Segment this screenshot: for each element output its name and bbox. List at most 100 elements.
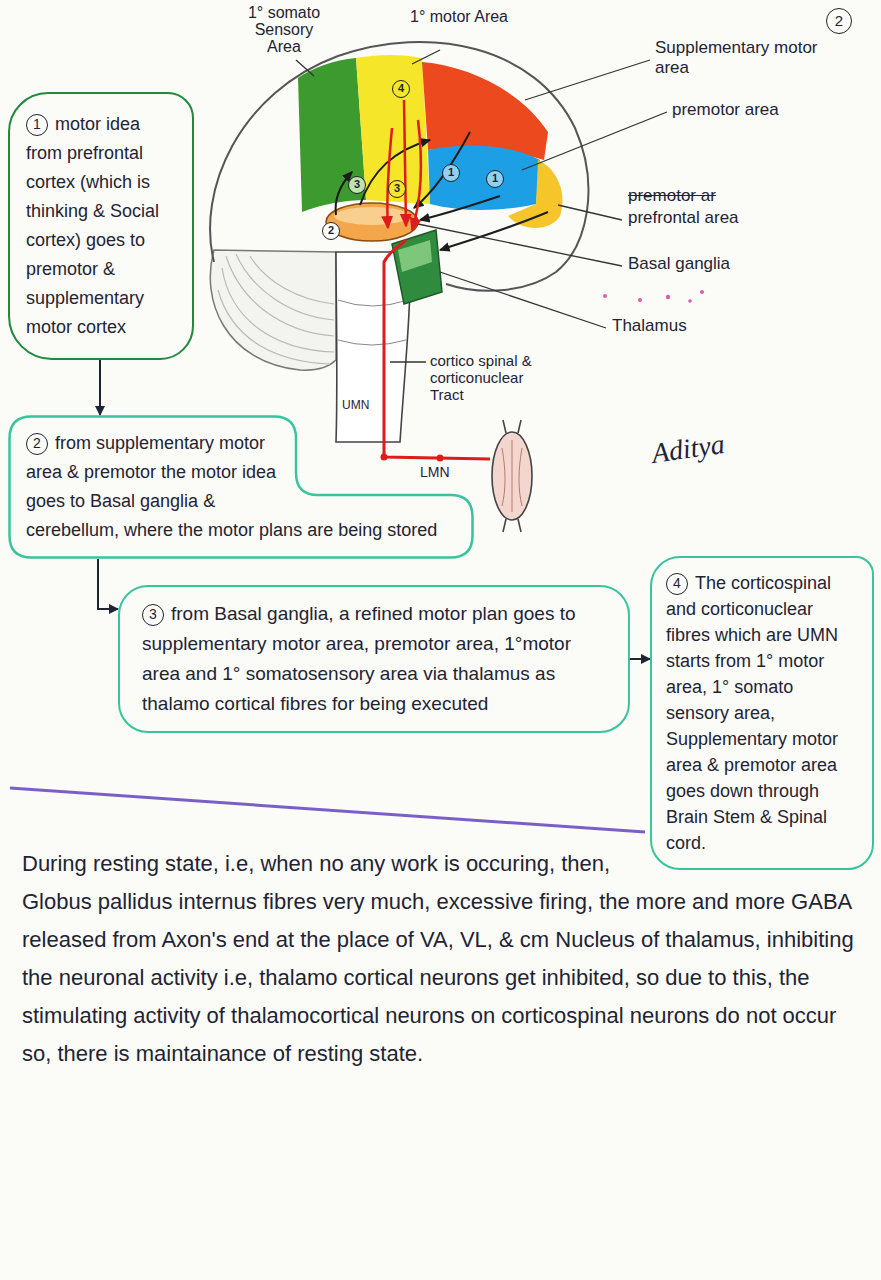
step-text: motor idea from prefrontal cortex (which…: [26, 114, 159, 337]
leader-line: [525, 60, 650, 100]
pathway-arrow: [440, 212, 548, 250]
leader-line: [418, 224, 622, 266]
signature: Aditya: [650, 428, 727, 469]
cerebellum-folia: [218, 254, 334, 364]
pink-marks: [603, 290, 704, 303]
callout-number: 1: [448, 166, 454, 178]
leader-line: [440, 272, 606, 328]
area-label: prefrontal area: [628, 208, 739, 227]
step-number: 1: [26, 114, 48, 136]
structure-label: Basal ganglia: [628, 254, 730, 273]
cerebellum-fold: [226, 256, 334, 336]
step-number: 4: [666, 573, 688, 595]
callout-number: 1: [442, 164, 460, 182]
leader-line: [390, 361, 426, 362]
striation: [502, 448, 505, 506]
brainstem-band: [338, 300, 408, 306]
callout-number: 3: [388, 180, 406, 198]
callout-number: 3: [394, 182, 400, 194]
neuron-label: UMN: [342, 398, 369, 412]
ink-dot: [666, 295, 670, 299]
structure-label: Basal ganglia: [628, 254, 730, 274]
brainstem-band: [338, 340, 406, 345]
area-label: 1° somato Sensory Area: [236, 4, 332, 55]
callout-number: 4: [398, 82, 404, 94]
step-text: from Basal ganglia, a refined motor plan…: [142, 603, 576, 714]
note-paragraph: During resting state, i.e, when no any w…: [22, 845, 858, 1073]
striation: [519, 448, 522, 506]
area-label: premotor area: [672, 100, 779, 119]
area-label: Supplementary motor area: [655, 38, 818, 77]
callout-number: 2: [322, 222, 340, 240]
step-text: from supplementary motor area & premotor…: [26, 433, 437, 540]
callout-number: 3: [354, 178, 360, 190]
step-box: 1motor idea from prefrontal cortex (whic…: [8, 92, 194, 360]
pathway-arrow: [387, 128, 392, 228]
ink-dot: [688, 299, 692, 303]
area-label: 1° somato Sensory Area: [248, 4, 320, 55]
callout-number: 1: [486, 170, 504, 188]
flow-arrow: [630, 658, 650, 660]
step-box: 4The corticospinal and corticonuclear fi…: [650, 556, 874, 870]
page-number: 2: [826, 8, 852, 34]
striation: [512, 440, 513, 512]
callout-number: 1: [492, 172, 498, 184]
brainstem-bands: [338, 300, 408, 345]
callout-number: 2: [328, 224, 334, 236]
ink-dot: [603, 294, 607, 298]
callout-number: 4: [392, 80, 410, 98]
cerebellum-fold: [236, 254, 334, 320]
supplementary-motor-area: [422, 62, 548, 160]
area-label: Supplementary motor area: [655, 38, 835, 78]
synapse-dot: [437, 455, 444, 462]
basal-ganglia: [326, 203, 418, 241]
neuron-label: UMN: [342, 398, 369, 412]
cerebellum-fold: [222, 268, 334, 352]
leader-line: [558, 205, 622, 220]
neuron-label: LMN: [420, 464, 450, 480]
tendons: [503, 420, 521, 532]
flow-arrow: [99, 360, 101, 415]
step-box: 3from Basal ganglia, a refined motor pla…: [118, 585, 630, 733]
signature: Aditya: [650, 428, 727, 470]
step-text: The corticospinal and corticonuclear fib…: [666, 573, 838, 853]
ink-dot: [700, 290, 704, 294]
cerebellum-fold: [250, 256, 334, 304]
leader-line: [522, 112, 667, 170]
tract-label: cortico spinal & corticonuclear Tract: [430, 352, 532, 403]
structure-label: Thalamus: [612, 316, 687, 335]
page-number: 2: [835, 12, 843, 29]
basal-ganglia-top: [334, 207, 410, 225]
corticospinal-tract: [384, 240, 490, 459]
area-label: 1° motor Area: [404, 8, 514, 26]
thalamus-highlight: [398, 240, 432, 272]
divider-line: [10, 788, 645, 832]
area-label: premotor area: [672, 100, 832, 120]
struck-label: premotor ar: [628, 186, 716, 206]
muscle-striations: [502, 440, 522, 512]
tract-label: cortico spinal & corticonuclear Tract: [430, 352, 552, 403]
red-pathways: [387, 100, 421, 230]
thalamus: [392, 230, 442, 304]
step-number: 2: [26, 433, 48, 455]
step-number: 3: [142, 604, 164, 626]
area-label: 1° motor Area: [410, 8, 508, 25]
pathway-arrow: [412, 120, 421, 230]
cerebellum: [210, 250, 336, 370]
note-paragraph: During resting state, i.e, when no any w…: [22, 851, 854, 1066]
step-box: 2from supplementary motor area & premoto…: [8, 415, 474, 559]
cerebellum-fold: [218, 290, 330, 364]
neuron-label: LMN: [420, 464, 450, 480]
leader-line: [296, 60, 314, 76]
leader-line: [412, 50, 440, 64]
black-pathways: [336, 132, 548, 250]
pathway-arrow: [420, 196, 500, 220]
somatosensory-area: [298, 58, 366, 212]
flow-arrow: [98, 559, 118, 609]
leader-lines: [296, 50, 667, 362]
layout-spacer: [638, 845, 858, 880]
callout-number: 3: [348, 176, 366, 194]
struck-label: premotor ar: [628, 186, 716, 205]
